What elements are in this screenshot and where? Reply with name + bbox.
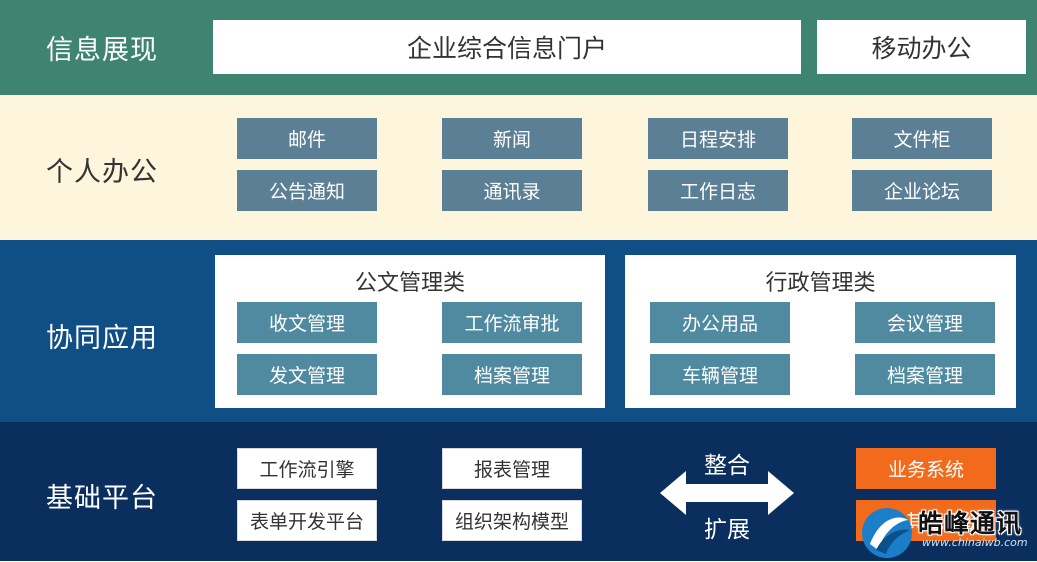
integrate-label: 整合 — [704, 453, 750, 479]
personal-office-layer: 个人办公 邮件 新闻 日程安排 文件柜 公告通知 通讯录 工作日志 企业论坛 — [0, 95, 1037, 240]
double-arrow-icon — [660, 471, 794, 515]
news-box: 新闻 — [442, 118, 582, 159]
admin-management-panel: 行政管理类 办公用品 会议管理 车辆管理 档案管理 — [625, 255, 1016, 408]
document-management-panel: 公文管理类 收文管理 工作流审批 发文管理 档案管理 — [215, 255, 605, 408]
address-book-box: 通讯录 — [442, 170, 582, 211]
collaboration-layer: 协同应用 公文管理类 收文管理 工作流审批 发文管理 档案管理 行政管理类 办公… — [0, 240, 1037, 422]
foundation-layer-label: 基础平台 — [46, 483, 158, 514]
receive-document-box: 收文管理 — [237, 302, 377, 343]
presentation-layer-label: 信息展现 — [46, 35, 158, 66]
report-management-box: 报表管理 — [442, 448, 582, 489]
announcement-box: 公告通知 — [237, 170, 377, 211]
personal-office-layer-label: 个人办公 — [46, 157, 158, 188]
presentation-layer: 信息展现 企业综合信息门户 移动办公 — [0, 0, 1037, 95]
send-document-box: 发文管理 — [237, 354, 377, 395]
business-system-box: 业务系统 — [856, 448, 996, 489]
extend-label: 扩展 — [704, 517, 750, 543]
file-cabinet-box: 文件柜 — [852, 118, 992, 159]
org-model-box: 组织架构模型 — [442, 500, 582, 541]
watermark-brand: 皓峰通讯 — [918, 509, 1023, 538]
watermark: 皓峰通讯 www.chinaiwb.com — [858, 500, 1037, 561]
document-management-title: 公文管理类 — [354, 271, 465, 296]
enterprise-portal-box: 企业综合信息门户 — [213, 20, 801, 74]
workflow-engine-box: 工作流引擎 — [237, 448, 377, 489]
workflow-approval-box: 工作流审批 — [442, 302, 582, 343]
forum-box: 企业论坛 — [852, 170, 992, 211]
schedule-box: 日程安排 — [648, 118, 788, 159]
vehicle-management-box: 车辆管理 — [650, 354, 790, 395]
office-supplies-box: 办公用品 — [650, 302, 790, 343]
work-log-box: 工作日志 — [648, 170, 788, 211]
foundation-layer: 基础平台 工作流引擎 报表管理 表单开发平台 组织架构模型 整合 扩展 业务系统… — [0, 422, 1037, 561]
document-archive-box: 档案管理 — [442, 354, 582, 395]
form-platform-box: 表单开发平台 — [237, 500, 377, 541]
mobile-office-box: 移动办公 — [817, 20, 1026, 74]
meeting-management-box: 会议管理 — [855, 302, 995, 343]
watermark-url: www.chinaiwb.com — [922, 536, 1028, 549]
watermark-logo-icon — [862, 508, 912, 558]
admin-archive-box: 档案管理 — [855, 354, 995, 395]
mail-box: 邮件 — [237, 118, 377, 159]
other-system-label: 其他系统 — [905, 511, 982, 533]
collaboration-layer-label: 协同应用 — [46, 323, 158, 354]
admin-management-title: 行政管理类 — [765, 271, 876, 296]
